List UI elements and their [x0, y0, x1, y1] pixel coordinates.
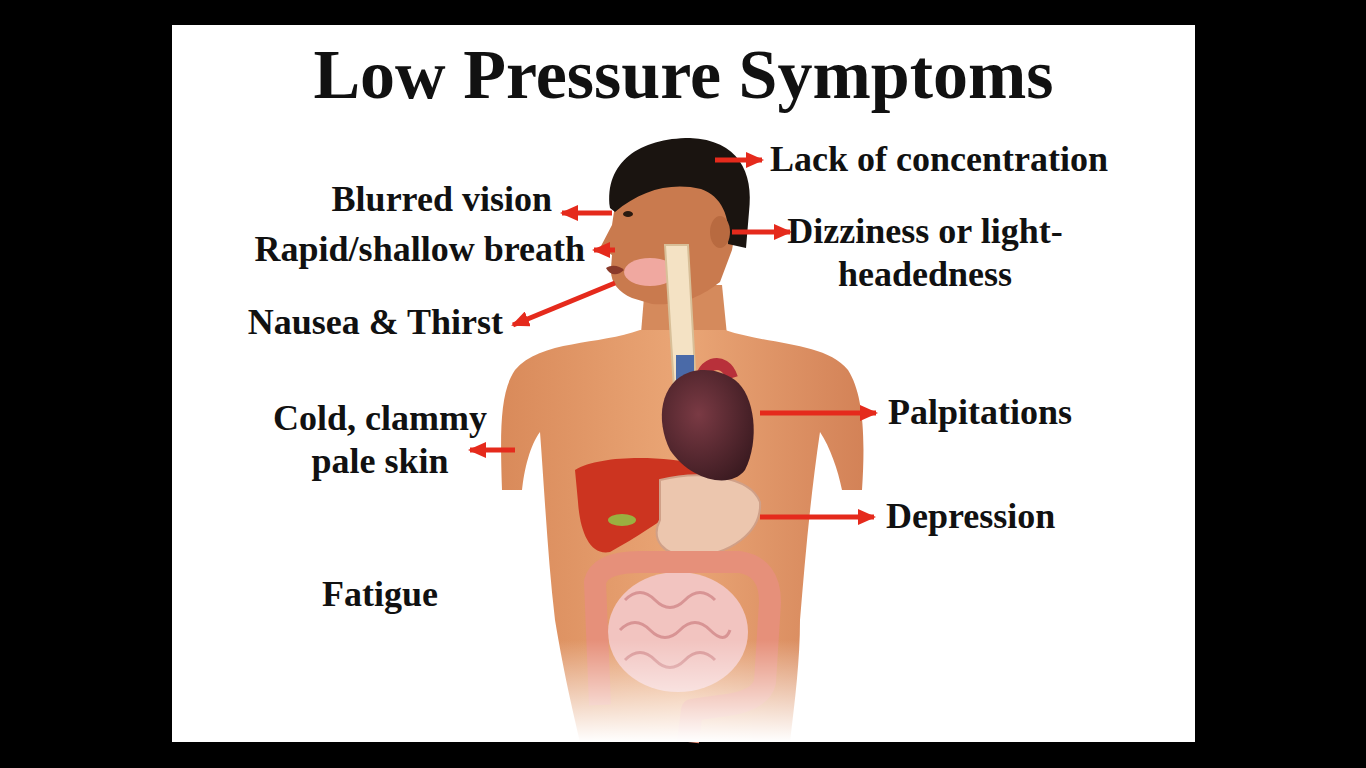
- symptom-label: Palpitations: [888, 391, 1072, 434]
- gallbladder: [608, 514, 636, 526]
- fade: [500, 640, 880, 742]
- hair: [609, 138, 750, 248]
- symptom-label: Dizziness or light-headedness: [775, 210, 1075, 296]
- lips: [606, 266, 624, 274]
- arrow: [732, 230, 790, 235]
- arrow: [470, 448, 515, 453]
- ear: [710, 216, 730, 248]
- arrow: [562, 211, 612, 216]
- symptom-label: Depression: [886, 495, 1055, 538]
- symptom-label: Rapid/shallow breath: [255, 228, 585, 271]
- symptom-label: Blurred vision: [332, 178, 552, 221]
- arrow: [760, 411, 876, 416]
- arrow: [513, 283, 615, 325]
- symptom-label: Lack of concentration: [770, 138, 1108, 181]
- title: Low Pressure Symptoms: [172, 40, 1195, 110]
- stomach: [657, 475, 760, 556]
- symptom-label: Cold, clammy pale skin: [255, 397, 505, 483]
- arrow: [715, 158, 762, 163]
- eye: [623, 211, 633, 217]
- symptom-label: Fatigue: [322, 573, 438, 616]
- arrow: [594, 248, 615, 253]
- symptom-label: Nausea & Thirst: [248, 301, 503, 344]
- heart: [662, 370, 754, 480]
- arrow: [760, 515, 874, 520]
- panel: [172, 25, 1195, 742]
